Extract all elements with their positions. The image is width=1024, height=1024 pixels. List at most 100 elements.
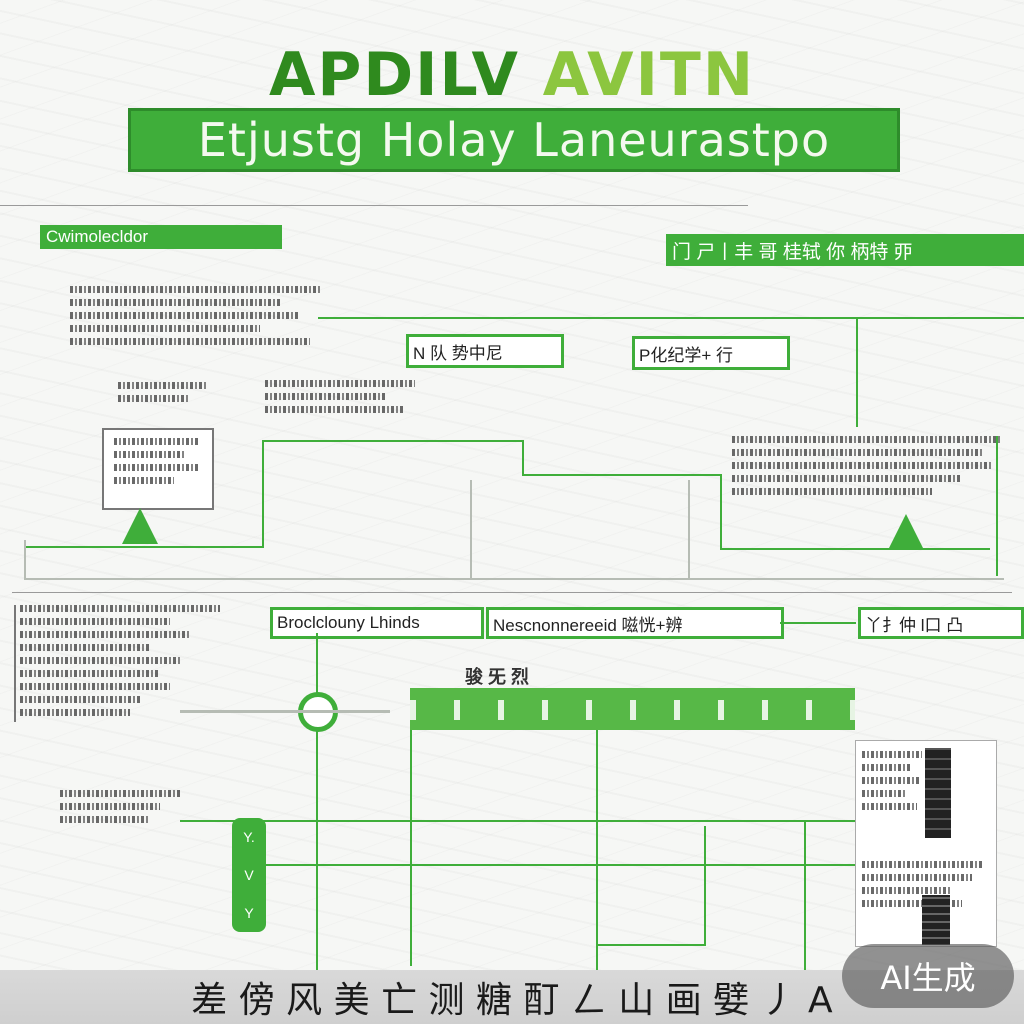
right-panel-text-2	[862, 861, 982, 913]
rail-line	[470, 480, 472, 580]
label-mid-2: P化纪学+ 行	[632, 336, 790, 370]
text-line	[862, 777, 920, 784]
path-segment	[266, 864, 856, 866]
green-pill: Y. V Y	[232, 818, 266, 932]
dark-block	[925, 748, 951, 838]
path-segment	[596, 730, 598, 970]
text-line	[114, 438, 200, 445]
text-line	[862, 790, 907, 797]
rail-line	[688, 480, 690, 580]
label-mid-1: N 队 势中尼	[406, 334, 564, 368]
path-segment	[262, 440, 264, 548]
ai-generated-badge: AI生成	[842, 944, 1014, 1008]
path-segment	[522, 440, 524, 476]
text-line	[862, 751, 922, 758]
logo-right: AVITN	[542, 40, 756, 110]
label-bottom-2: Nescnonnereeid 嗞恍+辨	[486, 607, 784, 639]
text-line	[70, 286, 320, 293]
text-line	[20, 631, 190, 638]
path-segment	[704, 826, 706, 946]
label-bottom-1: Broclclouny Lhinds	[270, 607, 484, 639]
label-bottom-3: 丫扌仲 l口 凸	[858, 607, 1024, 639]
text-line	[732, 488, 932, 495]
footer-text: 差 傍 风 美 亡 测 糖 酊 ㄥ 山 画 嬖 丿 A	[191, 980, 833, 1021]
label-mid-1-text: N 队 势中尼	[413, 343, 503, 363]
path-segment	[262, 440, 524, 442]
text-line	[862, 900, 962, 907]
path-segment	[804, 820, 806, 970]
pill-item: Y	[244, 905, 254, 921]
text-block-lower-left	[14, 605, 220, 722]
text-line	[265, 406, 405, 413]
text-line	[20, 644, 150, 651]
connector-v-right	[856, 317, 858, 427]
text-block-right	[732, 436, 1002, 501]
text-line	[732, 475, 962, 482]
text-line	[862, 861, 982, 868]
small-tag: 骏 旡 烈	[465, 667, 530, 687]
tree-icon-left	[122, 508, 158, 544]
ai-badge-text: AI生成	[880, 959, 976, 997]
framed-text-box	[102, 428, 214, 510]
title-banner: Etjustg Holay Laneurastpo	[128, 108, 900, 172]
text-line	[70, 299, 280, 306]
label-top-right: 门 ㄕ丨丰 哥 桂轼 你 柄特 丣	[666, 234, 1024, 266]
text-line	[114, 477, 174, 484]
path-segment	[720, 474, 722, 550]
label-bottom-1-text: Broclclouny Lhinds	[277, 613, 420, 632]
label-bottom-3-text: 丫扌仲 l口 凸	[865, 615, 964, 635]
path-segment	[522, 474, 722, 476]
pill-item: V	[244, 867, 254, 883]
text-block-lower-left-2	[60, 790, 180, 829]
text-line	[862, 764, 912, 771]
logo-left: APDILV	[268, 40, 520, 110]
path-segment	[410, 730, 412, 966]
title-text: Etjustg Holay Laneurastpo	[197, 113, 831, 167]
connector-h1	[318, 317, 1024, 319]
label-top-right-text: 门 ㄕ丨丰 哥 桂轼 你 柄特 丣	[672, 241, 913, 263]
connector-bottom	[780, 622, 856, 624]
text-line	[265, 380, 415, 387]
text-line	[20, 696, 140, 703]
rail-line	[180, 710, 390, 713]
label-top-left-text: Cwimolecldor	[46, 227, 149, 246]
label-mid-2-text: P化纪学+ 行	[639, 345, 733, 365]
text-line	[20, 683, 170, 690]
text-line	[732, 449, 982, 456]
text-line	[20, 605, 220, 612]
text-block-left-small	[118, 382, 208, 408]
text-line	[20, 670, 160, 677]
rail-line	[24, 578, 1004, 580]
path-segment	[180, 820, 860, 822]
text-line	[70, 338, 310, 345]
path-segment	[316, 633, 318, 973]
text-line	[60, 790, 180, 797]
path-segment	[720, 548, 990, 550]
text-line	[114, 464, 200, 471]
text-line	[60, 816, 150, 823]
tree-icon-right	[888, 514, 924, 550]
logo: APDILV AVITN	[0, 40, 1024, 110]
text-line	[70, 325, 260, 332]
text-line	[20, 657, 180, 664]
path-segment	[996, 436, 998, 576]
text-line	[20, 709, 130, 716]
text-line	[118, 395, 188, 402]
text-line	[20, 618, 170, 625]
label-bottom-2-text: Nescnonnereeid 嗞恍+辨	[493, 615, 683, 635]
path-segment	[24, 546, 264, 548]
text-line	[60, 803, 160, 810]
text-block-mid	[265, 380, 415, 419]
text-line	[118, 382, 208, 389]
text-line	[732, 436, 1002, 443]
rail-line	[24, 540, 26, 580]
text-line	[265, 393, 385, 400]
text-line	[862, 887, 952, 894]
label-top-left: Cwimolecldor	[40, 225, 282, 249]
text-line	[114, 451, 184, 458]
text-line	[732, 462, 992, 469]
text-block-top-left	[70, 286, 320, 351]
right-panel-text	[862, 751, 922, 816]
divider-mid	[12, 592, 1012, 593]
divider-top	[0, 205, 748, 206]
